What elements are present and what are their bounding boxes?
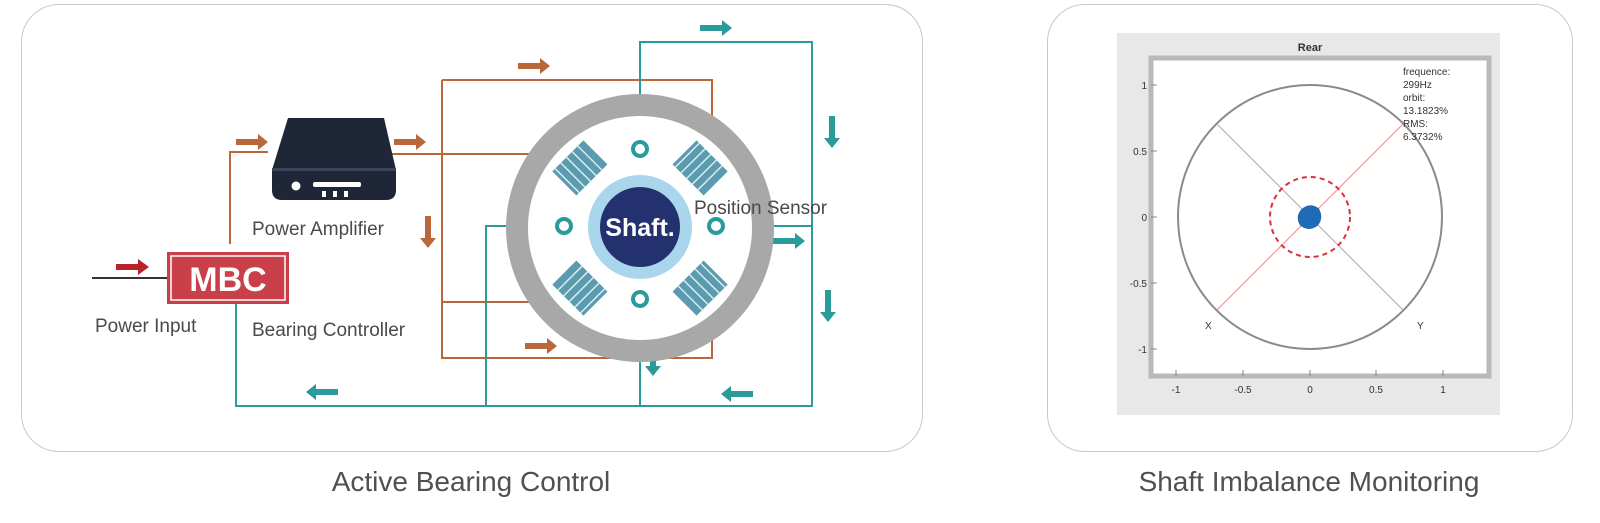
arrow-right-icon	[518, 58, 550, 74]
position-sensor-icon	[631, 140, 649, 158]
orbit-plot: Rear 1 0.5 0 -0.5 -1 -1 -0.5 0 0.5 1 X Y…	[1117, 33, 1500, 415]
arrow-down-icon	[420, 216, 436, 248]
coil-icon	[672, 260, 728, 316]
arrow-left-icon	[306, 384, 338, 400]
arrow-down-icon	[820, 290, 836, 322]
x-tick-label: 0.5	[1369, 385, 1383, 396]
position-sensor-icon	[555, 217, 573, 235]
limit-circle	[1269, 176, 1351, 258]
coil-icon	[672, 140, 728, 196]
position-sensor-icon	[631, 290, 649, 308]
bearing-controller-label: Bearing Controller	[252, 320, 406, 341]
info-line: RMS:	[1403, 119, 1428, 130]
plot-title: Rear	[1298, 42, 1323, 54]
shaft-imbalance-monitoring-caption: Shaft Imbalance Monitoring	[1138, 466, 1480, 497]
info-line: orbit:	[1403, 93, 1425, 104]
arrow-down-icon	[824, 116, 840, 148]
info-line: 6.3732%	[1403, 132, 1443, 143]
y-tick-label: -0.5	[1130, 279, 1148, 290]
position-sensor-label: Position Sensor	[694, 198, 828, 219]
shaft-orbit	[1297, 205, 1322, 229]
arrow-right-icon	[773, 233, 805, 249]
power-input-arrow-icon	[116, 259, 149, 275]
info-line: 13.1823%	[1403, 106, 1448, 117]
power-amplifier-label: Power Amplifier	[252, 219, 385, 240]
axis-x-label: X	[1205, 321, 1212, 332]
outer-boundary-circle	[1177, 84, 1443, 350]
active-bearing-control-caption: Active Bearing Control	[331, 466, 611, 497]
mbc-label: MBC	[189, 261, 266, 299]
coil-icon	[552, 140, 608, 196]
x-tick-label: 1	[1440, 385, 1446, 396]
y-tick-label: 0	[1141, 213, 1147, 224]
shaft-label: Shaft.	[605, 214, 674, 242]
arrow-left-icon	[721, 386, 753, 402]
magnetic-bearing-stator	[506, 94, 774, 362]
arrow-right-icon	[236, 134, 268, 150]
power-flow-arrows	[236, 58, 557, 354]
coil-icon	[552, 260, 608, 316]
x-tick-label: 0	[1307, 385, 1313, 396]
y-tick-label: 1	[1141, 81, 1147, 92]
position-sensor-icon	[707, 217, 725, 235]
arrow-right-icon	[525, 338, 557, 354]
info-line: 299Hz	[1403, 80, 1432, 91]
x-tick-label: -1	[1172, 385, 1181, 396]
arrow-right-icon	[700, 20, 732, 36]
power-input-label: Power Input	[95, 316, 197, 337]
arrow-right-icon	[394, 134, 426, 150]
mbc-controller-icon	[167, 252, 289, 304]
y-tick-label: 0.5	[1133, 147, 1147, 158]
axis-y-label: Y	[1417, 321, 1424, 332]
info-line: frequence:	[1403, 67, 1450, 78]
power-amplifier-icon	[272, 118, 396, 200]
x-tick-label: -0.5	[1234, 385, 1252, 396]
y-tick-label: -1	[1138, 345, 1147, 356]
